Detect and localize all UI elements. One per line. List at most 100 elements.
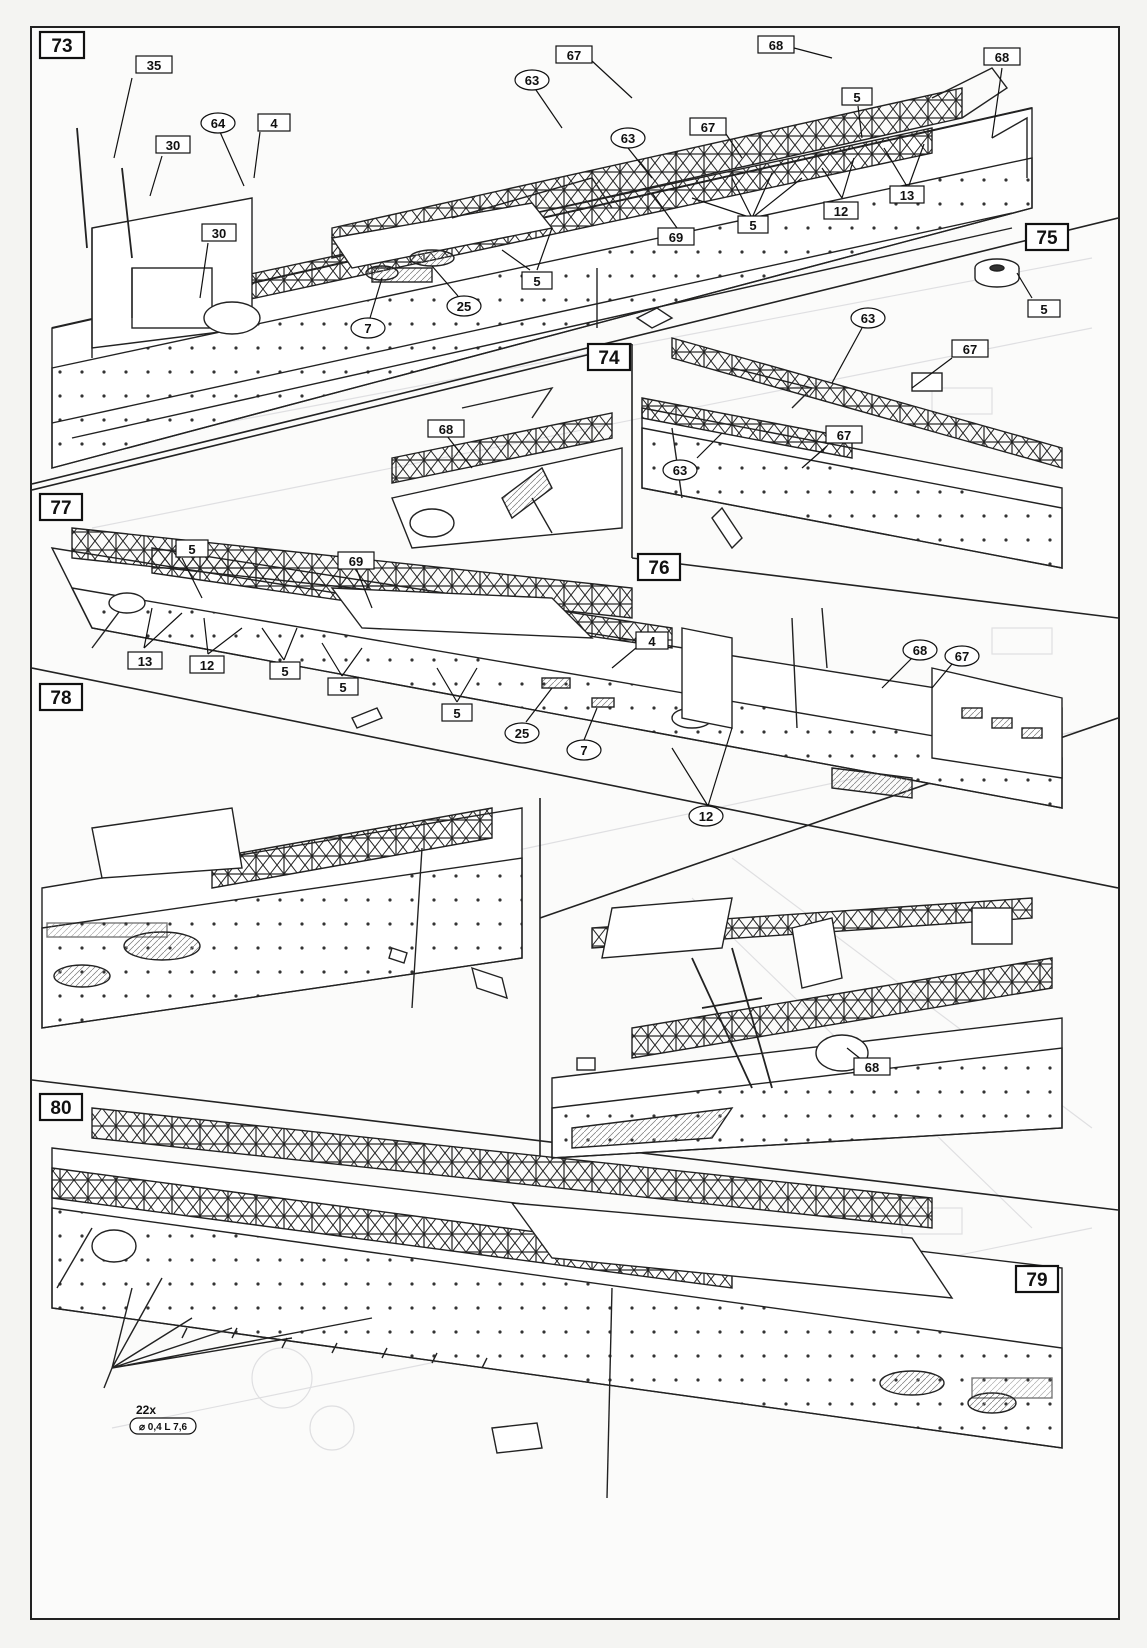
part-label-box: 13 [127, 651, 163, 670]
part-label-box: 67 [951, 339, 989, 358]
svg-text:69: 69 [669, 230, 683, 245]
svg-text:67: 67 [963, 342, 977, 357]
part-label-oval: 7 [566, 739, 602, 761]
part-label-oval: 7 [350, 317, 386, 339]
svg-text:68: 68 [913, 643, 927, 658]
part-label-box: 5 [841, 87, 873, 106]
part-label-box: 12 [189, 655, 225, 674]
part-label-box: 5 [175, 539, 209, 558]
svg-text:69: 69 [349, 554, 363, 569]
part-label-box: 12 [823, 201, 859, 220]
part-label-box: 30 [155, 135, 191, 154]
part-label-oval: 63 [850, 307, 886, 329]
drawing-step-77 [50, 527, 1063, 809]
step-73-label: 73 [38, 30, 86, 60]
svg-text:68: 68 [769, 38, 783, 53]
part-label-box: 4 [635, 631, 669, 650]
svg-text:13: 13 [138, 654, 152, 669]
svg-text:5: 5 [188, 542, 195, 557]
svg-text:25: 25 [457, 299, 471, 314]
svg-text:67: 67 [567, 48, 581, 63]
step-75-number: 75 [1036, 228, 1058, 249]
step-79-label: 79 [1014, 1264, 1060, 1294]
svg-text:63: 63 [673, 463, 687, 478]
part-label-box: 68 [983, 47, 1021, 66]
svg-text:63: 63 [525, 73, 539, 88]
part-label-oval: 63 [662, 459, 698, 481]
svg-text:5: 5 [453, 706, 460, 721]
svg-text:63: 63 [861, 311, 875, 326]
svg-text:68: 68 [995, 50, 1009, 65]
svg-text:67: 67 [955, 649, 969, 664]
part-label-box: 5 [521, 271, 553, 290]
svg-text:68: 68 [865, 1060, 879, 1075]
step-74-label: 74 [586, 342, 632, 372]
part-label-box: 5 [737, 215, 769, 234]
part-label-box: 5 [327, 677, 359, 696]
svg-text:5: 5 [533, 274, 540, 289]
part-label-box: 13 [889, 185, 925, 204]
part-label-box: 68 [427, 419, 465, 438]
step-78-label: 78 [38, 682, 84, 712]
svg-text:5: 5 [853, 90, 860, 105]
svg-text:30: 30 [166, 138, 180, 153]
svg-text:7: 7 [580, 743, 587, 758]
step-78-number: 78 [50, 688, 71, 709]
svg-text:12: 12 [699, 809, 713, 824]
svg-text:64: 64 [211, 116, 226, 131]
step-77-number: 77 [50, 498, 71, 519]
svg-text:5: 5 [339, 680, 346, 695]
svg-text:12: 12 [200, 658, 214, 673]
svg-text:67: 67 [701, 120, 715, 135]
drawing-step-78 [41, 807, 523, 1029]
part-label-oval: 67 [944, 645, 980, 667]
step-75-label: 75 [1024, 222, 1070, 252]
pin-dimensions: ⌀ 0,4 L 7,6 [139, 1422, 188, 1433]
part-label-box: 67 [689, 117, 727, 136]
svg-text:67: 67 [837, 428, 851, 443]
part-label-box: 5 [269, 661, 301, 680]
svg-text:5: 5 [1040, 302, 1047, 317]
svg-text:25: 25 [515, 726, 529, 741]
svg-text:35: 35 [147, 58, 161, 73]
step-80-label: 80 [38, 1092, 84, 1122]
svg-text:5: 5 [749, 218, 756, 233]
part-label-oval: 25 [504, 722, 540, 744]
part-label-oval: 68 [902, 639, 938, 661]
drawing-step-80 [51, 1107, 1063, 1499]
part-label-oval: 63 [514, 69, 550, 91]
svg-text:5: 5 [281, 664, 288, 679]
drawing-step-79 [551, 897, 1063, 1159]
part-label-box: 68 [757, 35, 795, 54]
svg-text:4: 4 [648, 634, 656, 649]
step-labels: 73 74 75 76 77 78 79 80 [38, 30, 1070, 1294]
part-label-box: 67 [825, 425, 863, 444]
part-label-box: 30 [201, 223, 237, 242]
step-76-label: 76 [636, 552, 682, 582]
svg-text:63: 63 [621, 131, 635, 146]
step-76-number: 76 [648, 558, 669, 579]
part-label-box: 69 [657, 227, 695, 246]
step-80-number: 80 [50, 1098, 71, 1119]
drawing-step-76 [641, 337, 1063, 569]
pin-spec-callout: 22x ⌀ 0,4 L 7,6 [129, 1403, 197, 1435]
part-label-box: 5 [441, 703, 473, 722]
part-label-oval: 63 [610, 127, 646, 149]
part-label-oval: 25 [446, 295, 482, 317]
svg-text:68: 68 [439, 422, 453, 437]
part-callouts: 35 30 64 4 30 7 25 5 63 67 63 67 69 5 68… [113, 35, 1061, 1435]
part-label-box: 67 [555, 45, 593, 64]
part-label-box: 35 [135, 55, 173, 74]
part-label-box: 5 [1027, 299, 1061, 318]
drawing-step-74 [391, 386, 623, 549]
part-label-box: 4 [257, 113, 291, 132]
step-77-label: 77 [38, 492, 84, 522]
part-label-oval: 64 [200, 112, 236, 134]
svg-text:4: 4 [270, 116, 278, 131]
svg-text:12: 12 [834, 204, 848, 219]
part-label-box: 68 [853, 1057, 891, 1076]
step-73-number: 73 [51, 36, 72, 57]
instruction-sheet: 73 74 75 76 77 78 79 80 35 30 64 4 30 7 … [30, 26, 1120, 1620]
drawing-step-75 [974, 258, 1020, 288]
assembly-drawings: 73 74 75 76 77 78 79 80 35 30 64 4 30 7 … [32, 30, 1118, 1499]
